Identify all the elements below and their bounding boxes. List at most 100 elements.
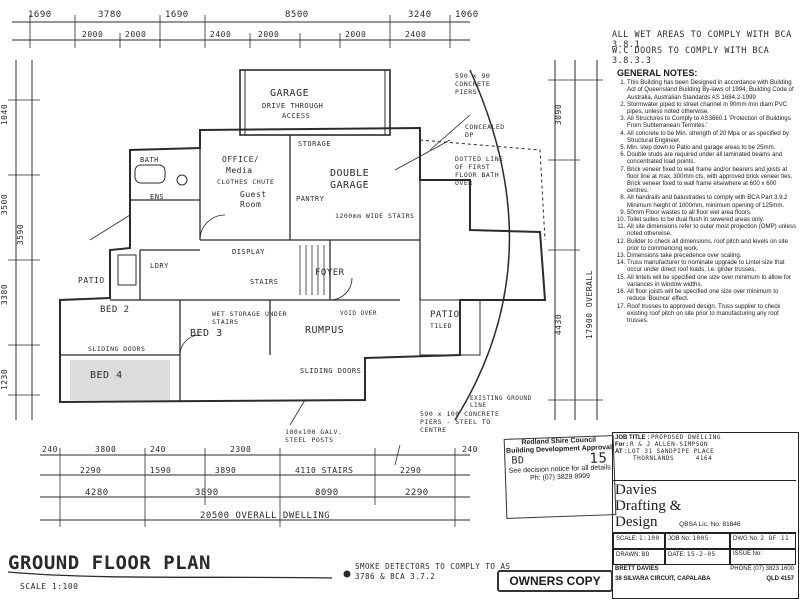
firm-address: 38 SILVARA CIRCUIT, CAPALABA: [615, 576, 711, 582]
general-note-item: All concrete to be Min. strength of 20 M…: [627, 130, 797, 144]
bottom-dim-2-1: 2290: [80, 466, 102, 475]
council-approval-stamp: Redland Shire Council Building Developme…: [503, 435, 617, 519]
left-dim-3: 3380: [0, 283, 10, 306]
bottom-dim-1-5: 240: [462, 445, 478, 454]
room-storage: STORAGE: [298, 140, 332, 148]
firm-name-2: Drafting &: [615, 498, 682, 514]
note-steel-posts: 100x100 GALV. STEEL POSTS: [285, 428, 343, 444]
note-clothes-chute: CLOTHES CHUTE: [217, 178, 275, 186]
bottom-dim-2-4: 4110 STAIRS: [295, 466, 354, 475]
stamp-number: 15: [589, 450, 608, 467]
general-note-item: Truss manufacturer to nominate upgrade t…: [627, 259, 797, 273]
job-no-cell: JOB No: 1005: [665, 533, 730, 549]
smoke-detector-note: SMOKE DETECTORS TO COMPLY TO AS 3786 & B…: [355, 562, 511, 581]
wc-door-note: W.C DOORS TO COMPLY WITH BCA 3.8.3.3: [612, 46, 770, 66]
bottom-dim-2-5: 2290: [400, 466, 422, 475]
stairs-hatching: [299, 245, 325, 295]
note-dotted-line: DOTTED LINE OF FIRST FLOOR BATH OVER: [455, 155, 504, 187]
dwg-no-cell: DWG No: 2 OF 11: [730, 533, 796, 549]
room-stairs: STAIRS: [250, 278, 279, 286]
scale-cell: SCALE: 1:100: [613, 533, 665, 549]
room-ens: ENS: [150, 193, 165, 201]
note-concrete-piers: 590 x 90 CONCRETE PIERS: [455, 72, 491, 96]
room-double-garage: GARAGE: [330, 180, 370, 191]
room-media: Media: [226, 166, 253, 175]
firm-state: QLD 4157: [766, 576, 794, 582]
room-bed-2: BED 2: [100, 305, 130, 315]
general-note-item: Roof trusses to approved design. Truss s…: [627, 303, 797, 325]
top-subdim-6: 2400: [405, 30, 427, 39]
general-note-item: Builder to check all dimensions, roof pi…: [627, 238, 797, 252]
note-concealed-dp: CONCEALED DP: [465, 123, 505, 139]
left-dim-4: 3590: [16, 223, 26, 246]
top-dim-3: 1690: [165, 10, 189, 20]
garage-outline: [239, 69, 391, 136]
general-notes-title: GENERAL NOTES:: [617, 68, 698, 78]
right-dim-2: 4430: [554, 313, 564, 336]
job-suburb: THORNLANDS: [633, 455, 675, 462]
room-patio-left: PATIO: [78, 276, 105, 285]
bottom-dim-3-1: 4280: [85, 488, 109, 498]
date-cell: DATE: 15-2-05: [665, 549, 730, 565]
room-sliding-doors: SLIDING DOORS: [300, 367, 362, 375]
room-bath: BATH: [140, 156, 159, 164]
room-rumpus: RUMPUS: [305, 325, 345, 336]
scale-value: 1:100: [639, 535, 660, 542]
date-value: 15-2-05: [686, 551, 716, 558]
bottom-dim-1-1: 240: [42, 445, 58, 454]
top-subdim-3: 2400: [210, 30, 232, 39]
top-dim-6: 1060: [455, 10, 479, 20]
left-dim-1: 1040: [0, 103, 10, 126]
room-garage: GARAGE: [270, 88, 310, 99]
room-patio-right: PATIO: [430, 310, 460, 320]
room-guest: Guest: [240, 190, 267, 199]
top-dim-4: 8500: [285, 10, 309, 20]
job-postcode: 4164: [695, 455, 713, 462]
top-subdim-4: 2000: [258, 30, 280, 39]
room-garage-drive: DRIVE THROUGH: [262, 102, 324, 110]
drawn-value: BD: [641, 551, 651, 558]
bottom-dim-3-3: 8090: [315, 488, 339, 498]
bottom-dim-2-3: 3890: [215, 466, 237, 475]
plan-title: GROUND FLOOR PLAN: [8, 552, 211, 574]
general-note-item: Brick veneer fixed to wall frame and/or …: [627, 166, 797, 195]
job-for-value: R & J ALLEN-SIMPSON: [630, 441, 709, 448]
top-dim-5: 3240: [408, 10, 432, 20]
general-note-item: All floor joists will be specified one s…: [627, 288, 797, 302]
firm-name-1: Davies: [615, 482, 657, 498]
date-label: DATE:: [668, 552, 686, 558]
general-note-item: 50mm Floor wastes to all floor wet area …: [627, 209, 797, 216]
general-note-item: Min. step down to Patio and garage areas…: [627, 144, 797, 151]
note-ground-line: EXISTING GROUND LINE: [470, 395, 532, 409]
general-notes-list: This Building has been Designed in accor…: [617, 79, 797, 324]
owners-copy-stamp: OWNERS COPY: [497, 570, 613, 592]
job-title-label: JOB TITLE :: [615, 435, 650, 441]
firm-owner: BRETT DAVIES: [615, 566, 659, 572]
room-double: DOUBLE: [330, 168, 370, 179]
left-dim-5: 1230: [0, 368, 10, 391]
job-title-value: PROPOSED DWELLING: [651, 434, 721, 441]
right-dim-overall: 17900 OVERALL: [585, 269, 595, 340]
job-for-label: For :: [615, 442, 629, 448]
room-pantry: PANTRY: [296, 195, 325, 203]
room-office: OFFICE/: [222, 155, 260, 164]
bottom-dim-2-2: 1590: [150, 466, 172, 475]
room-room: Room: [240, 200, 262, 209]
general-note-item: This Building has been Designed in accor…: [627, 79, 797, 101]
bottom-dim-1-3: 240: [150, 445, 166, 454]
note-sliding-doors: SLIDING DOORS: [88, 345, 146, 353]
room-bed-4: BED 4: [90, 370, 123, 381]
note-tiled: TILED: [430, 322, 453, 330]
scale-label: SCALE:: [616, 536, 638, 542]
stamp-initials: BD: [511, 455, 525, 467]
issue-cell: ISSUE No:: [730, 549, 796, 565]
general-notes-panel: GENERAL NOTES: This Building has been De…: [617, 68, 797, 324]
wet-area-note: ALL WET AREAS TO COMPLY WITH BCA 3.8.1: [612, 30, 792, 50]
room-void: VOID OVER: [340, 310, 378, 317]
note-wet-storage: WET STORAGE UNDER STAIRS: [212, 310, 288, 326]
job-no-value: 1005: [692, 535, 709, 542]
overall-dimension: 20500 OVERALL DWELLING: [200, 511, 331, 521]
firm-cell: Davies Drafting & Design QBSA Lic. No. 8…: [613, 481, 796, 533]
bottom-dim-1-2: 3800: [95, 445, 117, 454]
